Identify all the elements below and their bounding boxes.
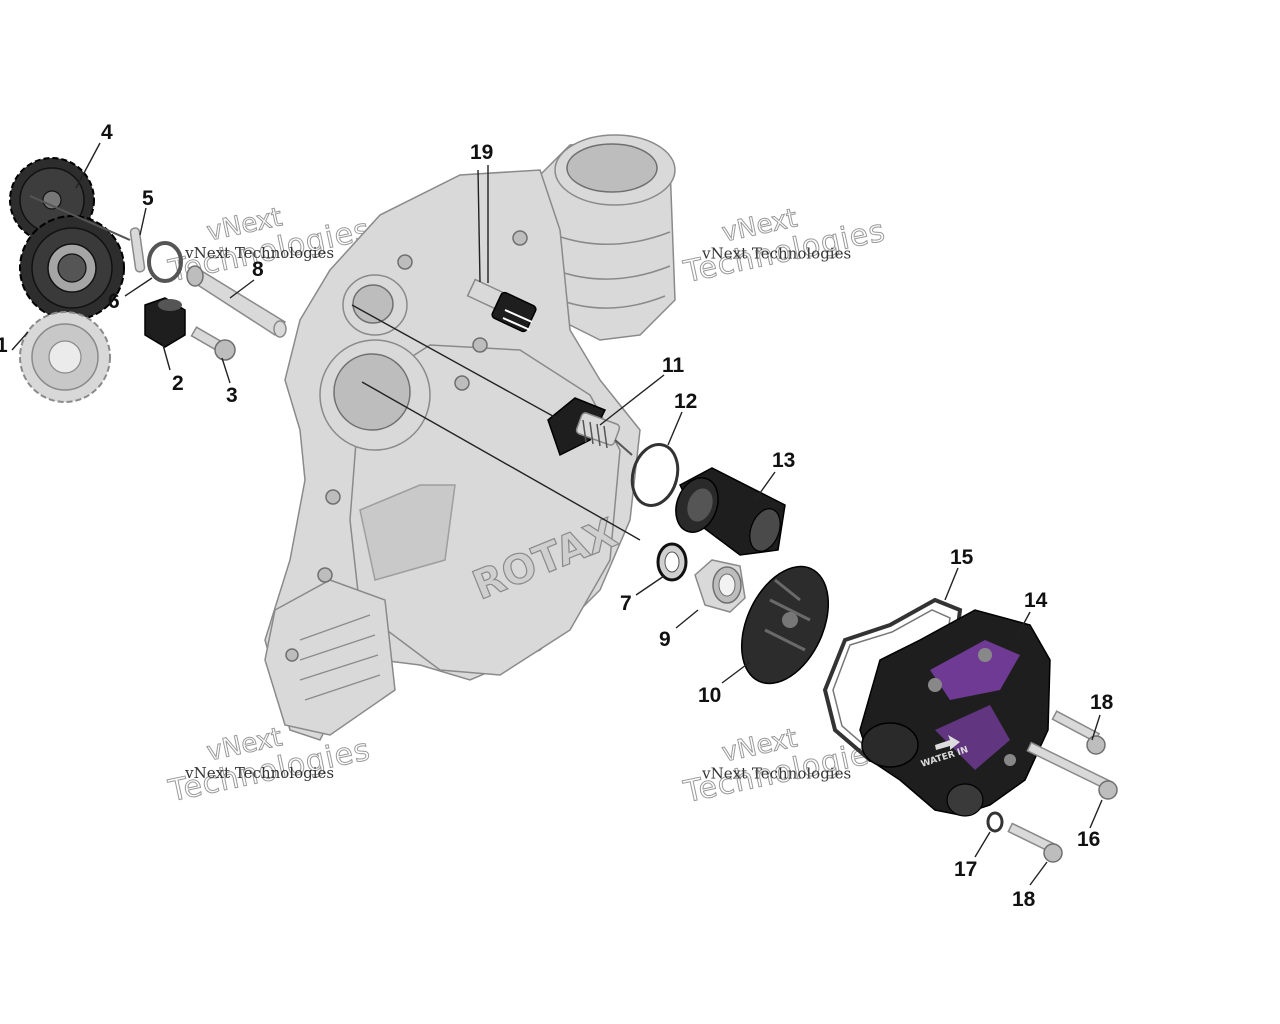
- callout-15: 15: [950, 546, 974, 569]
- part-10-impeller: [740, 565, 830, 685]
- watermark-top-left: Technologies vNext vNext Technologies: [165, 202, 375, 290]
- part-2-nut: [144, 297, 186, 348]
- svg-text:vNext Technologies: vNext Technologies: [184, 244, 334, 262]
- callout-3: 3: [226, 384, 238, 407]
- callout-19: 19: [470, 141, 493, 164]
- part-14-pump-cover: WATER IN: [859, 609, 1051, 817]
- callout-12: 12: [674, 390, 697, 413]
- part-11-seal-assembly: [547, 397, 633, 457]
- part-1-gear: [19, 311, 111, 403]
- part-9-bearing: [694, 559, 746, 613]
- callout-17: 17: [954, 858, 977, 881]
- part-19-sensor: [466, 278, 537, 333]
- callout-13: 13: [772, 449, 795, 472]
- callout-18-upper: 18: [1090, 691, 1114, 714]
- svg-text:vNext Technologies: vNext Technologies: [701, 765, 851, 783]
- watermark-bottom-right: Technologies vNext vNext Technologies: [680, 723, 890, 811]
- part-4-gear-lower: [19, 215, 125, 321]
- part-13-sleeve: [675, 467, 786, 556]
- part-16-bolt: [1026, 741, 1118, 800]
- callout-2: 2: [172, 372, 184, 395]
- callout-7: 7: [620, 592, 632, 615]
- engine-housing: ROTAX: [264, 134, 676, 741]
- callout-18-lower: 18: [1012, 888, 1036, 911]
- callout-9: 9: [659, 628, 671, 651]
- callout-labels: 1 2 3 4 5 6 7 8 9 10 11 12 13 14 15 16 1…: [0, 121, 1114, 911]
- part-18-bolt-upper: [1051, 710, 1106, 755]
- assembly-lines: [351, 169, 641, 541]
- callout-14: 14: [1024, 589, 1048, 612]
- part-17-washer: [986, 811, 1004, 833]
- svg-text:vNext Technologies: vNext Technologies: [701, 245, 851, 263]
- callout-11: 11: [662, 354, 685, 377]
- part-3-bolt: [190, 326, 236, 361]
- part-8-shaft: [186, 265, 287, 338]
- callout-16: 16: [1077, 828, 1100, 851]
- callout-10: 10: [698, 684, 721, 707]
- part-12-o-ring: [630, 443, 680, 507]
- svg-text:vNext Technologies: vNext Technologies: [184, 764, 334, 782]
- callout-5: 5: [142, 187, 154, 210]
- callout-6: 6: [108, 290, 120, 313]
- callout-8: 8: [252, 258, 264, 281]
- part-7-seal: [656, 542, 688, 582]
- part-6-washer: [147, 241, 183, 283]
- callout-4: 4: [101, 121, 113, 144]
- callout-1: 1: [0, 334, 8, 357]
- watermark-top-right: Technologies vNext vNext Technologies: [680, 203, 890, 291]
- part-18-bolt-lower: [1007, 822, 1063, 863]
- leader-lines: [11, 142, 1103, 886]
- part-5-pin: [129, 227, 146, 273]
